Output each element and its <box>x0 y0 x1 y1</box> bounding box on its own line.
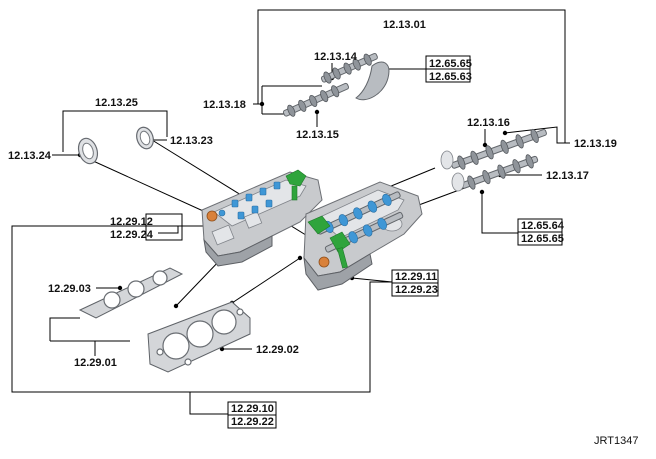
label-12-13-18: 12.13.18 <box>203 99 246 111</box>
label-12-29-23: 12.29.23 <box>395 284 438 296</box>
left-cylinder-head <box>201 169 323 267</box>
label-12-65-64: 12.65.64 <box>521 220 565 232</box>
label-12-65-65-top: 12.65.65 <box>429 58 472 70</box>
label-12-29-03: 12.29.03 <box>48 283 91 295</box>
upper-camshaft-assembly <box>282 52 390 117</box>
label-12-29-10: 12.29.10 <box>231 403 274 415</box>
label-12-13-24: 12.13.24 <box>8 150 52 162</box>
leader-lines <box>11 9 570 415</box>
label-12-29-02: 12.29.02 <box>256 344 299 356</box>
label-12-29-12: 12.29.12 <box>110 216 153 228</box>
camshaft-oil-seals <box>77 126 154 165</box>
label-12-13-25: 12.13.25 <box>95 97 138 109</box>
part-labels: 12.13.01 12.13.14 12.65.65 12.65.63 12.1… <box>8 19 638 447</box>
right-cylinder-head <box>303 181 423 291</box>
label-boxes <box>145 55 563 429</box>
label-12-13-23: 12.13.23 <box>170 135 213 147</box>
right-camshaft-assembly <box>440 128 547 192</box>
label-12-29-01: 12.29.01 <box>74 357 117 369</box>
label-12-13-16: 12.13.16 <box>467 117 510 129</box>
label-12-65-63: 12.65.63 <box>429 71 472 83</box>
label-12-29-22: 12.29.22 <box>231 416 274 428</box>
upper-head-gasket <box>78 267 184 319</box>
reference-code: JRT1347 <box>594 435 638 447</box>
label-12-13-19: 12.13.19 <box>574 138 617 150</box>
label-12-13-14: 12.13.14 <box>314 51 358 63</box>
label-12-65-65-bottom: 12.65.65 <box>521 233 564 245</box>
label-12-13-15: 12.13.15 <box>296 129 339 141</box>
lower-head-gasket <box>147 301 251 373</box>
label-12-29-11: 12.29.11 <box>395 271 437 283</box>
label-12-13-17: 12.13.17 <box>546 170 589 182</box>
label-12-29-24: 12.29.24 <box>110 229 154 241</box>
label-12-13-01: 12.13.01 <box>383 19 426 31</box>
